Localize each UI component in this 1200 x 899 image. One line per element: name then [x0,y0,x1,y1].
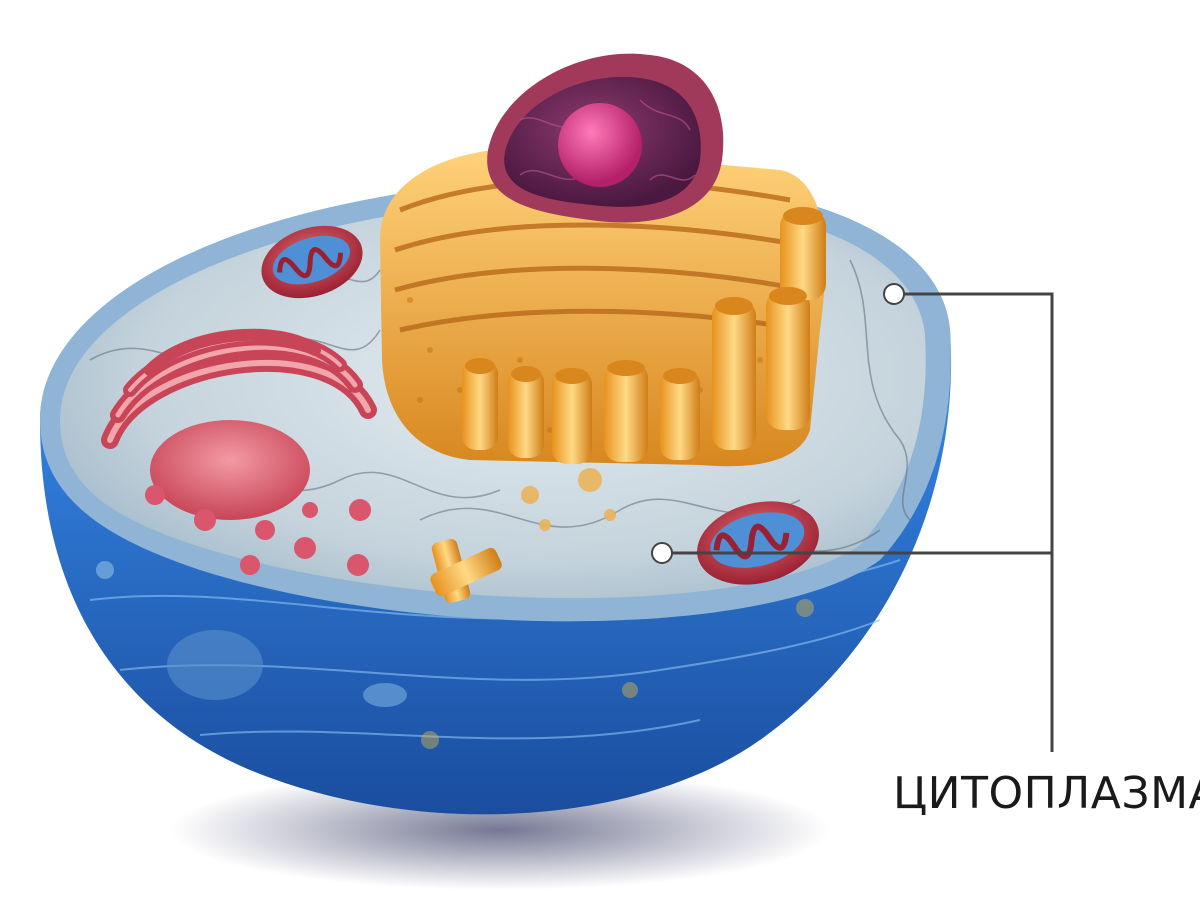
er-tubes [462,207,826,464]
callout-lines [663,292,1054,752]
endoplasmic-reticulum [380,148,826,467]
vesicle [421,731,439,749]
nucleolus [558,103,642,187]
vesicle [363,683,407,707]
callout-dot-center [651,542,673,564]
vesicles-pink [145,485,371,576]
golgi-icon [101,328,377,520]
centriole-icon [430,539,502,603]
vesicles-yellow [521,468,616,531]
vesicle [622,682,638,698]
nucleus-icon [487,53,724,223]
mitochondrion-icon [261,225,363,299]
mitochondrion-icon [167,630,263,700]
vesicle [796,599,814,617]
vesicle [96,561,114,579]
cell-shadow [170,770,830,890]
callout-dot-top [883,283,905,305]
cytoplasm-label: ЦИТОПЛАЗМА [893,768,1200,819]
